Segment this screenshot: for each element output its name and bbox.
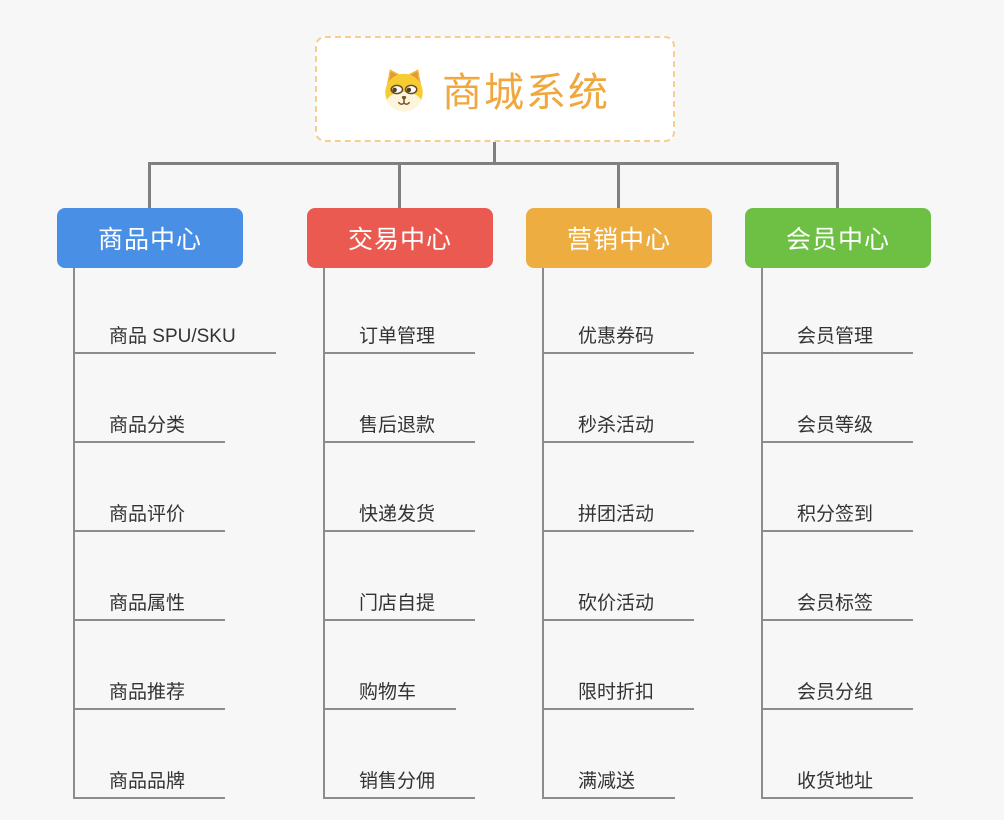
sub-topic[interactable]: 商品推荐 [75, 676, 226, 710]
connector-drop-marketing [617, 162, 620, 209]
connector-drop-trade [398, 162, 401, 209]
branch-label: 会员中心 [785, 226, 890, 254]
sub-topic[interactable]: 会员等级 [763, 409, 914, 443]
root-topic-label: 商城系统 [442, 71, 610, 115]
sub-topic[interactable]: 优惠券码 [544, 320, 695, 354]
branch-product-children: 商品 SPU/SKU 商品分类 商品评价 商品属性 商品推荐 商品品牌 [73, 268, 305, 799]
branch-topic-marketing-center[interactable]: 营销中心 [526, 208, 712, 268]
sub-topic[interactable]: 门店自提 [325, 587, 476, 621]
branch-topic-trade-center[interactable]: 交易中心 [307, 208, 493, 268]
branch-member-children: 会员管理 会员等级 积分签到 会员标签 会员分组 收货地址 [761, 268, 993, 799]
sub-topic[interactable]: 收货地址 [763, 765, 914, 799]
branch-topic-member-center[interactable]: 会员中心 [745, 208, 931, 268]
sub-topic[interactable]: 快递发货 [325, 498, 476, 532]
branch-topic-product-center[interactable]: 商品中心 [57, 208, 243, 268]
branch-label: 营销中心 [566, 226, 671, 254]
sub-topic[interactable]: 拼团活动 [544, 498, 695, 532]
sub-topic[interactable]: 商品属性 [75, 587, 226, 621]
sub-topic[interactable]: 商品评价 [75, 498, 226, 532]
branch-trade-children: 订单管理 售后退款 快递发货 门店自提 购物车 销售分佣 [323, 268, 555, 799]
sub-topic[interactable]: 订单管理 [325, 320, 476, 354]
sub-topic[interactable]: 会员管理 [763, 320, 914, 354]
sub-topic[interactable]: 购物车 [325, 676, 457, 710]
sub-topic[interactable]: 满减送 [544, 765, 676, 799]
connector-drop-member [836, 162, 839, 209]
connector-drop-product [148, 162, 151, 209]
dog-face-icon [385, 68, 423, 111]
sub-topic[interactable]: 砍价活动 [544, 587, 695, 621]
branch-marketing-children: 优惠券码 秒杀活动 拼团活动 砍价活动 限时折扣 满减送 [542, 268, 774, 799]
root-topic[interactable]: 商城系统 [315, 36, 675, 142]
sub-topic[interactable]: 秒杀活动 [544, 409, 695, 443]
sub-topic[interactable]: 销售分佣 [325, 765, 476, 799]
connector-horizontal-bar [148, 162, 839, 165]
branch-label: 商品中心 [97, 226, 202, 254]
branch-label: 交易中心 [347, 226, 452, 254]
sub-topic[interactable]: 会员分组 [763, 676, 914, 710]
sub-topic[interactable]: 会员标签 [763, 587, 914, 621]
sub-topic[interactable]: 积分签到 [763, 498, 914, 532]
sub-topic[interactable]: 售后退款 [325, 409, 476, 443]
sub-topic[interactable]: 商品品牌 [75, 765, 226, 799]
connector-root-stem [493, 142, 496, 164]
sub-topic[interactable]: 限时折扣 [544, 676, 695, 710]
mindmap-canvas: 商城系统 商品中心 交易中心 营销中心 会员中心 商品 SPU/SKU 商品分类… [57, 36, 993, 799]
sub-topic[interactable]: 商品 SPU/SKU [75, 320, 276, 354]
sub-topic[interactable]: 商品分类 [75, 409, 226, 443]
